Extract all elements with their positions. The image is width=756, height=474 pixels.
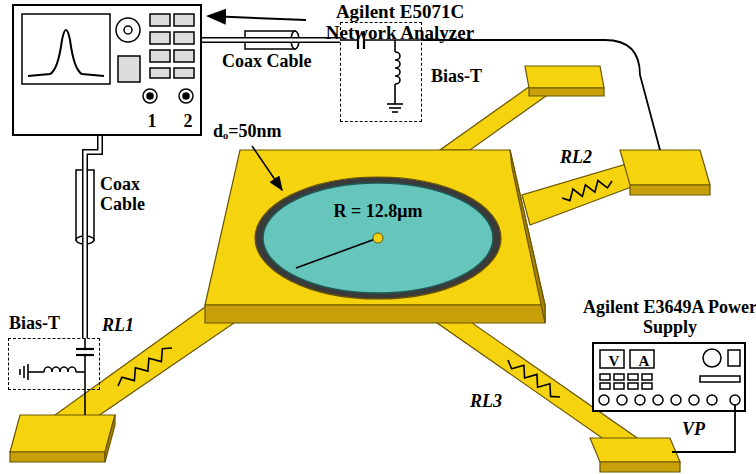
node-title: Bias-T <box>431 67 501 87</box>
network-analyzer-box: Agilent E5071C Network Analyzer12 <box>12 4 202 136</box>
node-title: Bias-T <box>9 314 89 334</box>
node-title: R = 12.8μm <box>262 202 494 222</box>
node-title: Agilent E3649A Power Supply <box>582 298 756 338</box>
resistor-zigzag <box>118 348 172 386</box>
edge-label: Coax Cable <box>98 175 156 215</box>
power-supply-box: Agilent E3649A Power SupplyVA <box>592 342 746 412</box>
leader-line <box>252 146 282 190</box>
pointer-arrow <box>208 16 306 20</box>
resistor-label: RL1 <box>102 316 134 336</box>
coax-cable <box>202 40 340 41</box>
coax-cable <box>85 136 100 338</box>
edge-label: Coax Cable <box>220 52 314 72</box>
bias-tee-box: Bias-T <box>340 22 422 122</box>
node-text: 2 <box>182 112 194 132</box>
power-supply <box>592 342 746 452</box>
gap-dimension: dₒ=50nm <box>213 122 281 142</box>
node-text: V <box>602 353 626 370</box>
resonator-disk: R = 12.8μm <box>262 182 494 294</box>
resistor-label: RL2 <box>560 148 592 168</box>
node-text: A <box>632 353 656 370</box>
resistor-zigzag <box>508 360 560 397</box>
resistor-symbol <box>118 181 612 398</box>
disk-outline <box>262 182 494 294</box>
network-analyzer <box>12 4 202 136</box>
bias-tee-circuit <box>20 338 94 415</box>
bias-tee-box: Bias-T <box>8 338 100 390</box>
resistor-label: RL3 <box>470 392 502 412</box>
resistor-zigzag <box>562 181 612 201</box>
bias-tee-circuit <box>340 31 660 150</box>
node-text: 1 <box>146 112 158 132</box>
voltage-label: VP <box>682 420 705 440</box>
